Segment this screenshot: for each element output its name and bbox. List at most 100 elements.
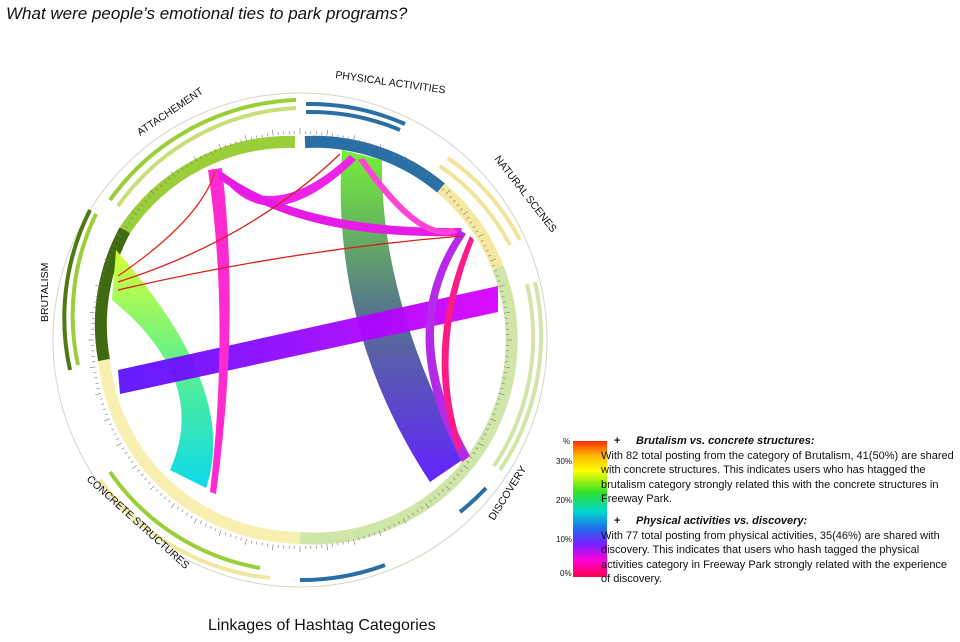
tick-mark [368,534,371,538]
tick-mark [492,264,496,267]
tick-mark [501,382,505,384]
tick-mark [342,541,344,545]
ring-physical-2 [305,109,401,132]
ring-discovery-blue [458,486,488,514]
tick-mark [193,156,198,162]
label-physical-activities: PHYSICAL ACTIVITIES [335,69,447,96]
tick-mark [378,144,382,150]
tick-mark [181,509,184,513]
tick-mark [170,503,175,509]
tick-mark [224,532,227,536]
tick-mark [500,387,504,390]
category-arcs [94,135,518,545]
tick-mark [131,465,137,470]
tick-mark [155,188,159,191]
tick-mark [373,144,376,148]
tick-mark [244,538,247,545]
page-title: What were people’s emotional ties to par… [6,4,408,23]
tick-mark [416,167,419,171]
tick-mark [326,129,328,136]
legend-tick-label: 20% [556,496,573,505]
tick-mark [388,151,391,155]
arc-discovery [299,265,518,545]
tick-mark [185,164,189,168]
tick-mark [469,456,473,459]
tick-mark [108,254,112,257]
tick-mark [472,225,476,229]
tick-mark [383,148,386,152]
note-body: With 77 total posting from physical acti… [601,529,948,586]
tick-mark [229,534,232,538]
tick-mark [497,398,501,400]
tick-mark [113,244,117,247]
tick-mark [149,189,155,195]
tick-mark [104,264,108,267]
tick-mark [127,221,131,224]
tick-mark [480,240,484,242]
tick-mark [200,520,202,524]
tick-mark [373,532,376,536]
chord-attachement-concrete [208,168,230,494]
tick-mark [214,148,217,152]
tick-mark [204,523,207,527]
tick-mark [358,537,360,541]
tick-mark [148,195,151,199]
tick-mark [452,199,456,203]
tick-mark [170,171,175,177]
tick-mark [164,496,167,500]
tick-mark [96,290,100,293]
note-item: +Physical activities vs. discovery: With… [600,514,956,587]
ring-attachement [108,98,297,202]
tick-mark [393,153,396,157]
tick-mark [363,141,365,145]
tick-mark [99,398,103,400]
arc-brutalism [94,227,131,362]
tick-mark [209,151,212,155]
tick-mark [466,216,470,220]
tick-mark [218,530,222,536]
tick-mark [407,515,410,519]
tick-mark [353,538,356,545]
legend-tick-label: % [563,437,571,446]
tick-mark [209,525,212,529]
tick-mark [398,520,400,524]
tick-mark [116,438,120,440]
arc-concrete-structures [98,359,301,544]
chord-discovery-pink [441,236,474,452]
tick-mark [190,515,193,519]
tick-mark [250,540,253,544]
tick-mark [425,171,430,177]
tick-mark [416,509,419,513]
tick-mark [94,377,98,379]
tick-mark [89,366,96,368]
ring-physical [305,101,406,126]
tick-mark [504,312,511,314]
label-brutalism: BRUTALISM [39,263,51,322]
outer-stacked-rings [62,98,544,583]
tick-mark [490,418,496,422]
bullet-plus: + [614,435,621,447]
annotation-notes: +Brutalism vs. concrete structures: With… [600,434,956,594]
tick-mark [500,290,504,293]
chord-physical-natural [358,158,458,235]
tick-mark [235,535,237,539]
tick-mark [140,204,144,207]
outer-ring [52,92,548,588]
tick-mark [137,208,141,211]
bullet-plus: + [614,514,621,527]
tick-mark [502,377,506,379]
tick-mark [478,233,484,238]
note-item: +Brutalism vs. concrete structures: With… [600,434,956,507]
tick-mark [342,135,344,139]
tick-mark [168,177,171,181]
tick-mark [494,408,498,411]
tick-mark [244,135,247,142]
tick-mark [452,477,456,481]
tick-mark [497,280,501,282]
label-attachement: ATTACHEMENT [135,85,206,138]
tick-mark [159,492,163,496]
tick-mark [181,167,184,171]
tick-mark [490,258,496,262]
tick-mark [131,210,137,215]
